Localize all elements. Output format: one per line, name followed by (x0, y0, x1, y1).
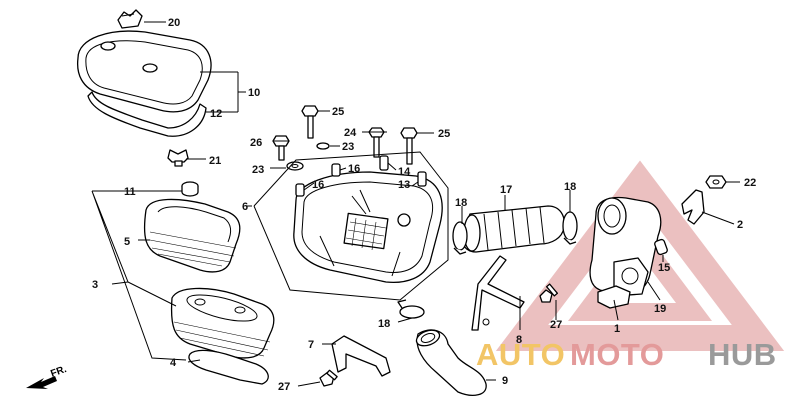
clamp-18-lower (397, 299, 425, 319)
callout-22: 22 (744, 177, 756, 189)
part-case-6 (293, 171, 443, 284)
washer-23-right (316, 142, 330, 150)
callout-4: 4 (170, 357, 177, 369)
callout-13: 13 (398, 179, 410, 191)
callout-7: 7 (308, 339, 314, 351)
part-bracket-8 (471, 255, 525, 331)
callout-14: 14 (398, 166, 411, 178)
callout-5: 5 (124, 236, 130, 248)
part-cover-10 (76, 30, 212, 113)
callout-12: 12 (210, 108, 222, 120)
part-wingnut-21 (167, 149, 189, 167)
part-intake-9 (415, 329, 487, 396)
part-gasket-1 (597, 285, 631, 309)
callout-20: 20 (168, 17, 180, 29)
part-grommet-11 (181, 181, 199, 197)
clamp-18-left (452, 221, 468, 255)
callout-18-left: 18 (455, 197, 467, 209)
watermark-text-hub: HUB (708, 337, 777, 372)
part-bracket-7 (331, 335, 391, 377)
callout-25-left: 25 (332, 106, 344, 118)
callout-27-upper: 27 (550, 319, 562, 331)
washer-23-left (286, 161, 304, 171)
callout-18-right: 18 (564, 181, 576, 193)
callout-16-right: 16 (348, 163, 360, 175)
bolt-25-right (400, 127, 418, 165)
callout-26: 26 (250, 137, 262, 149)
watermark-text-auto: AUTO (476, 337, 565, 372)
bolt-27-lower (319, 369, 338, 387)
callout-23-left: 23 (252, 164, 264, 176)
callout-27-lower: 27 (278, 381, 290, 393)
part-tube-17 (460, 205, 566, 253)
callout-10: 10 (248, 87, 260, 99)
part-housing-19 (589, 196, 662, 297)
callout-3: 3 (92, 279, 98, 291)
part-clip-20 (117, 9, 143, 29)
leader-lines (91, 21, 740, 387)
bolt-26 (272, 135, 290, 161)
callout-25-right: 25 (438, 128, 450, 140)
bolt-25-left (301, 105, 319, 139)
callout-6: 6 (242, 201, 248, 213)
callout-21: 21 (209, 155, 221, 167)
callout-1: 1 (614, 323, 620, 335)
part-bracket-2 (681, 189, 705, 225)
part-filter-5 (143, 198, 241, 273)
callout-11: 11 (124, 186, 136, 198)
callout-2: 2 (737, 219, 743, 231)
callout-8: 8 (516, 334, 522, 346)
callout-24: 24 (344, 127, 357, 139)
callout-labels: 20 10 12 25 26 24 25 23 23 21 16 16 14 1… (92, 17, 756, 393)
clamp-18-right (562, 211, 578, 245)
part-cap-15 (654, 238, 668, 256)
watermark-text-moto: MOTO (570, 337, 664, 372)
front-direction-label: FR. (49, 364, 68, 380)
watermark-logo: AUTO MOTO HUB (476, 337, 777, 372)
callout-19: 19 (654, 303, 666, 315)
part-gasket-4 (188, 349, 269, 385)
part-element-3 (170, 287, 275, 359)
part-nut-22 (705, 175, 727, 189)
part-gasket-12 (87, 91, 207, 137)
front-direction-arrow: FR. (26, 364, 68, 389)
callout-15: 15 (658, 262, 670, 274)
bolt-27-upper (539, 283, 559, 303)
callout-23-right: 23 (342, 141, 354, 153)
bushings-16 (295, 155, 427, 197)
callout-9: 9 (502, 375, 508, 387)
callout-16-left: 16 (312, 179, 324, 191)
callout-18-lower: 18 (378, 318, 390, 330)
callout-17: 17 (500, 184, 512, 196)
